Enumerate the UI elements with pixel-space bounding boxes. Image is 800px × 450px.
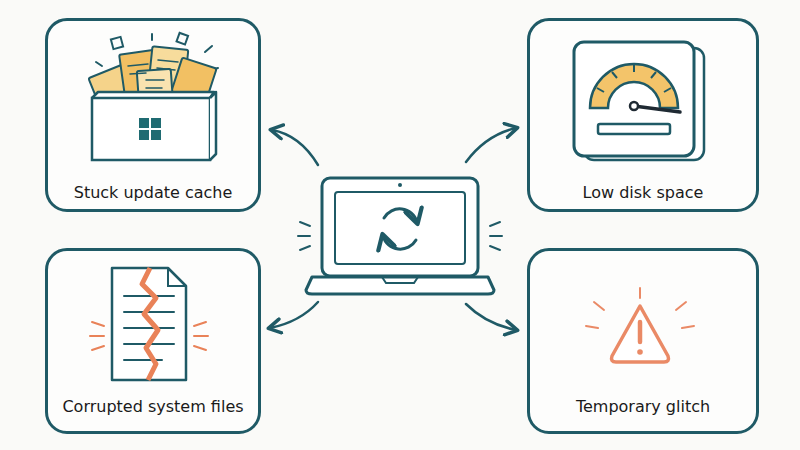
warning-mark (638, 322, 643, 342)
document-lines (124, 296, 174, 360)
motion-ticks (490, 222, 502, 250)
gauge-needle (634, 106, 680, 112)
laptop-notch (382, 277, 418, 283)
windows-logo (151, 130, 161, 140)
paper-sheet (169, 57, 216, 108)
box-side (210, 92, 216, 160)
laptop-screen (322, 178, 478, 276)
storage-box (92, 98, 210, 160)
gauge-arc (590, 64, 678, 108)
confetti (177, 33, 189, 45)
paper-sheet (137, 69, 173, 107)
cause-label: Low disk space (534, 183, 752, 203)
laptop-camera (398, 183, 402, 187)
box-rim (92, 92, 214, 98)
cause-box: Temporary glitch (527, 248, 759, 434)
paper-sheet (119, 50, 161, 99)
cause-box: Corrupted system files (45, 248, 261, 434)
warning-triangle (612, 306, 669, 362)
refresh-arrow (383, 236, 416, 249)
gauge-ticks (597, 64, 671, 92)
disk-slot (598, 124, 670, 134)
refresh-arrow (384, 209, 417, 222)
gauge-pivot (630, 102, 638, 110)
windows-logo (139, 118, 149, 128)
page-fold (168, 268, 186, 286)
cause-label: Stuck update cache (52, 183, 254, 203)
leader-arrow (466, 128, 516, 162)
laptop-base (306, 277, 494, 294)
paper-sheet (148, 46, 189, 96)
disk-back (584, 48, 704, 160)
leader-arrow (466, 304, 516, 330)
windows-logo (151, 118, 161, 128)
confetti (111, 37, 123, 49)
cause-box: Low disk space (527, 18, 759, 212)
crack (142, 268, 158, 380)
cause-label: Temporary glitch (534, 397, 752, 417)
confetti (96, 34, 218, 70)
warning-dot (637, 349, 643, 355)
disk-drive (574, 42, 694, 156)
shake-ticks (90, 322, 208, 350)
leader-arrow (270, 302, 318, 328)
laptop-display (335, 192, 465, 264)
paper-sheet (88, 65, 137, 117)
motion-ticks (298, 222, 310, 250)
cause-label: Corrupted system files (52, 397, 254, 417)
alert-ticks (586, 288, 694, 328)
cause-box: Stuck update cache (45, 18, 261, 212)
document-page (112, 268, 186, 380)
windows-logo (139, 130, 149, 140)
leader-arrow (272, 130, 318, 165)
paper-lines (128, 60, 178, 88)
